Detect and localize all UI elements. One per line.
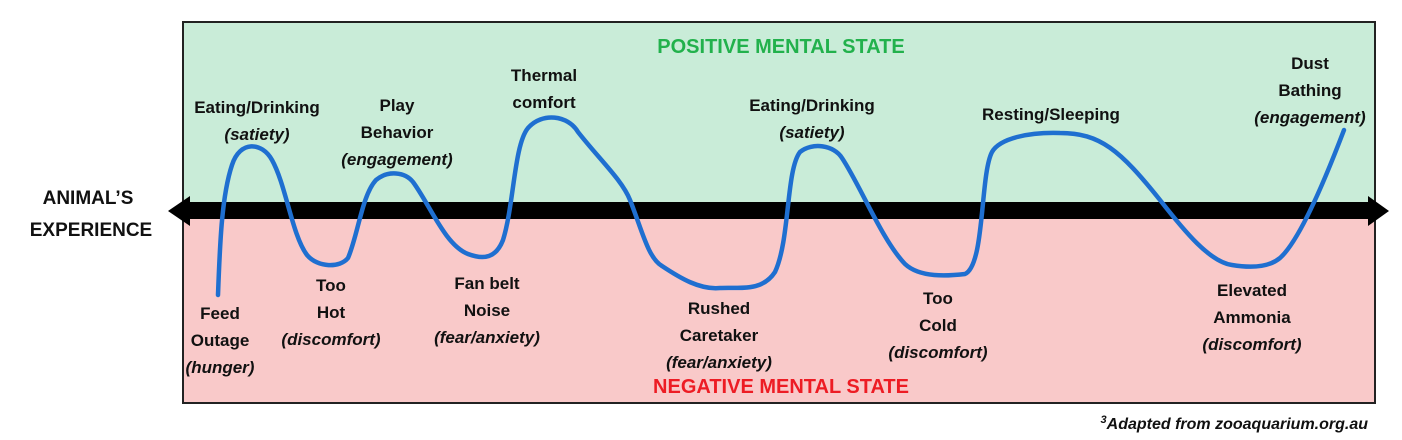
negative-event-label-5-note: (discomfort) [888, 343, 988, 362]
experience-axis-arrow [168, 196, 1389, 226]
axis-label-line-1: ANIMAL’S [43, 188, 134, 209]
axis-arrowhead-right [1368, 196, 1389, 226]
positive-event-label-5-line-1: Resting/Sleeping [982, 105, 1120, 124]
negative-event-label-5-line-1: Too [923, 289, 953, 308]
negative-event-label-3-line-2: Noise [464, 301, 510, 320]
positive-event-label-2-note: (engagement) [341, 150, 453, 169]
credit-superscript: 3 [1101, 414, 1107, 426]
source-credit: 3Adapted from zooaquarium.org.au [1101, 414, 1369, 433]
negative-event-label-4-line-2: Caretaker [680, 326, 759, 345]
positive-event-label-2-line-2: Behavior [361, 123, 434, 142]
positive-event-label-1-line-1: Eating/Drinking [194, 98, 320, 117]
negative-event-label-3-line-1: Fan belt [454, 274, 520, 293]
negative-event-label-3-note: (fear/anxiety) [434, 328, 540, 347]
positive-event-label-1-note: (satiety) [224, 125, 290, 144]
negative-state-title: NEGATIVE MENTAL STATE [653, 376, 909, 398]
axis-arrowhead-left [168, 196, 190, 226]
positive-event-label-2-line-1: Play [380, 96, 416, 115]
negative-event-label-6-note: (discomfort) [1202, 335, 1302, 354]
positive-event-label-3-line-1: Thermal [511, 66, 577, 85]
negative-event-label-2-line-1: Too [316, 276, 346, 295]
negative-event-label-4-line-1: Rushed [688, 299, 750, 318]
axis-bar [188, 202, 1372, 219]
negative-event-label-5-line-2: Cold [919, 316, 957, 335]
positive-state-title: POSITIVE MENTAL STATE [657, 36, 904, 58]
positive-event-label-6-line-2: Bathing [1278, 81, 1341, 100]
positive-zone [183, 22, 1375, 212]
negative-event-label-1-line-2: Outage [191, 331, 250, 350]
negative-event-label-6-line-1: Elevated [1217, 281, 1287, 300]
positive-event-label-3-line-2: comfort [512, 93, 576, 112]
negative-event-label-2-note: (discomfort) [281, 330, 381, 349]
positive-event-label-6-note: (engagement) [1254, 108, 1366, 127]
negative-event-label-4-note: (fear/anxiety) [666, 353, 772, 372]
negative-zone [183, 212, 1375, 403]
positive-event-label-6-line-1: Dust [1291, 54, 1329, 73]
negative-event-label-6-line-2: Ammonia [1213, 308, 1291, 327]
axis-label-line-2: EXPERIENCE [30, 220, 152, 241]
positive-event-label-4-note: (satiety) [779, 123, 845, 142]
experience-curve [215, 115, 1347, 298]
positive-event-label-4-line-1: Eating/Drinking [749, 96, 875, 115]
credit-text: Adapted from zooaquarium.org.au [1106, 416, 1369, 433]
negative-event-label-2-line-2: Hot [317, 303, 346, 322]
negative-event-label-1-note: (hunger) [186, 358, 255, 377]
negative-event-label-1-line-1: Feed [200, 304, 240, 323]
